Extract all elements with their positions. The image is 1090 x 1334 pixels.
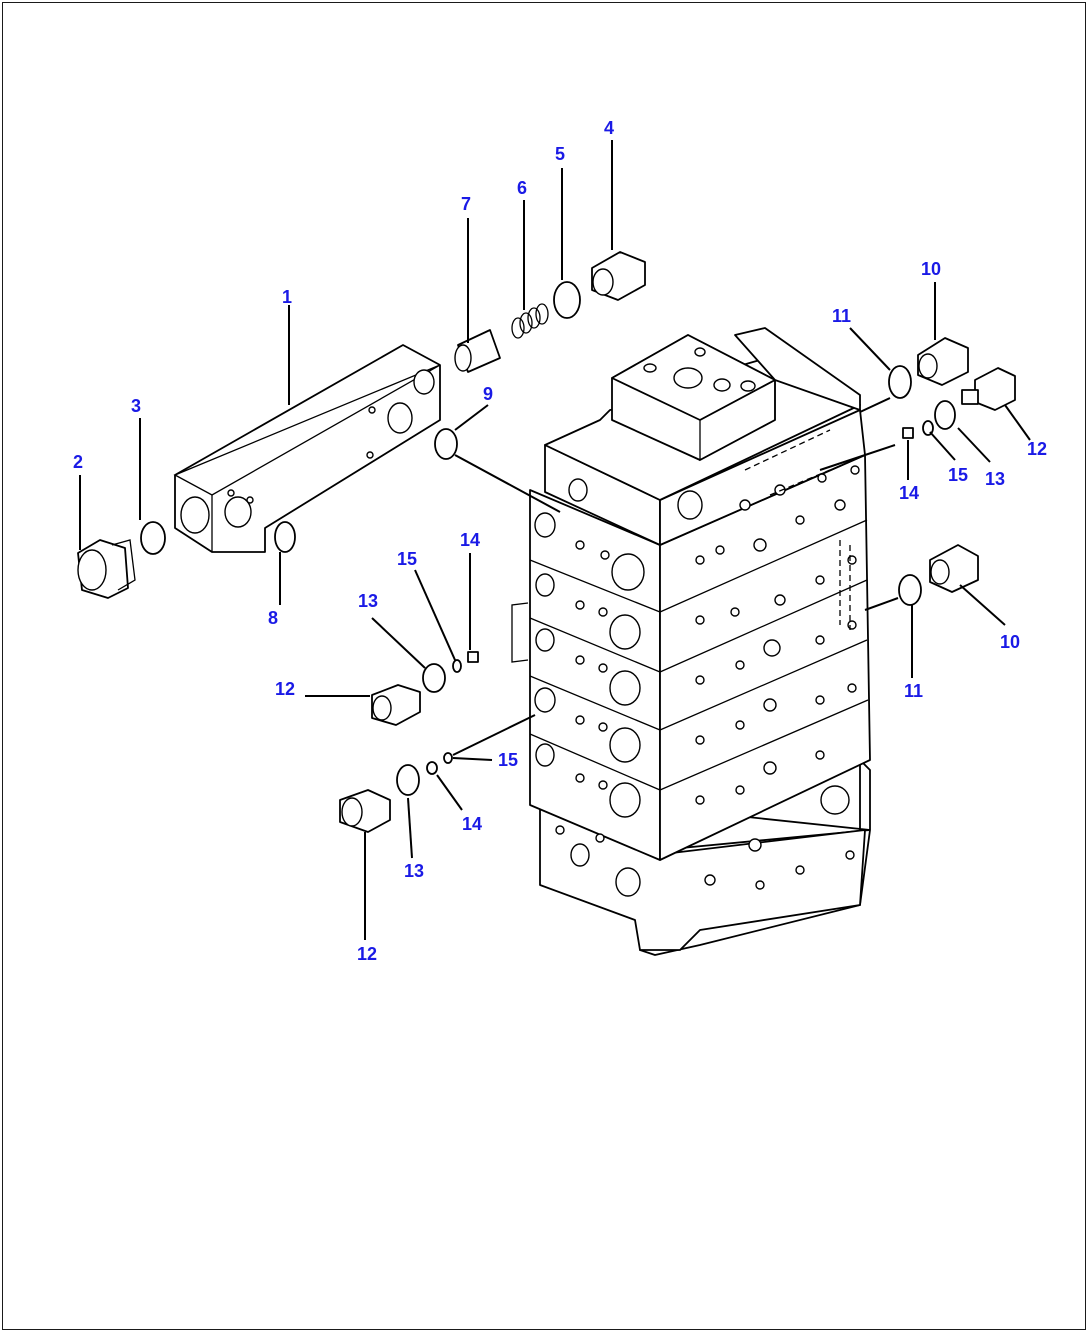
callout-11-lower: 11	[904, 681, 923, 701]
part-15-o-ring-left-upper	[452, 659, 462, 673]
callout-15-right: 15	[948, 465, 968, 485]
callout-labels: 1 2 3 4 5 6 7 8 9 10 10 11 11 12 12 12 1…	[73, 118, 1047, 964]
part-13-o-ring-left-upper	[422, 663, 446, 693]
part-14-plug-left-upper	[467, 651, 479, 663]
part-12-plug-left-upper	[371, 684, 421, 726]
callout-3: 3	[131, 396, 141, 416]
part-14-plug-left-lower	[426, 761, 438, 775]
callout-15-left-lower: 15	[498, 750, 518, 770]
leader-lines	[79, 140, 1031, 940]
part-12-plug-left-lower	[339, 789, 391, 833]
part-9-o-ring	[434, 428, 458, 460]
part-4-valve	[591, 251, 646, 301]
part-13-o-ring-upper	[934, 400, 956, 430]
callout-14-left-upper: 14	[460, 530, 480, 550]
part-10-valve-upper	[917, 337, 969, 386]
callout-5: 5	[555, 144, 565, 164]
callout-7: 7	[461, 194, 471, 214]
control-valve-body	[511, 327, 871, 956]
callout-14-right: 14	[899, 483, 919, 503]
callout-13-left-upper: 13	[358, 591, 378, 611]
part-1-block	[173, 344, 441, 553]
part-12-plug-upper-right	[961, 367, 1016, 411]
part-2-plug	[77, 539, 136, 599]
callout-9: 9	[483, 384, 493, 404]
callout-12-left-lower: 12	[357, 944, 377, 964]
part-13-o-ring-left-lower	[396, 764, 420, 796]
callout-12-right: 12	[1027, 439, 1047, 459]
callout-6: 6	[517, 178, 527, 198]
callout-13-right: 13	[985, 469, 1005, 489]
part-6-spring	[511, 303, 549, 339]
callout-8: 8	[268, 608, 278, 628]
part-11-o-ring-upper	[888, 365, 912, 399]
part-15-o-ring-upper	[922, 420, 934, 436]
part-7-sleeve	[454, 329, 501, 373]
callout-15-left-upper: 15	[397, 549, 417, 569]
callout-10-lower: 10	[1000, 632, 1020, 652]
callout-13-left-lower: 13	[404, 861, 424, 881]
part-5-o-ring	[553, 281, 581, 319]
part-3-o-ring	[140, 521, 166, 555]
callout-2: 2	[73, 452, 83, 472]
callout-11-upper: 11	[832, 306, 851, 326]
part-14-plug-upper	[902, 427, 914, 439]
callout-4: 4	[604, 118, 614, 138]
callout-12-left-upper: 12	[275, 679, 295, 699]
part-11-o-ring-lower	[898, 574, 922, 606]
callout-14-left-lower: 14	[462, 814, 482, 834]
part-10-valve-lower	[929, 544, 979, 593]
callout-10-upper: 10	[921, 259, 941, 279]
part-8-o-ring	[274, 521, 296, 553]
part-15-o-ring-left-lower	[443, 752, 453, 764]
callout-1: 1	[282, 287, 292, 307]
